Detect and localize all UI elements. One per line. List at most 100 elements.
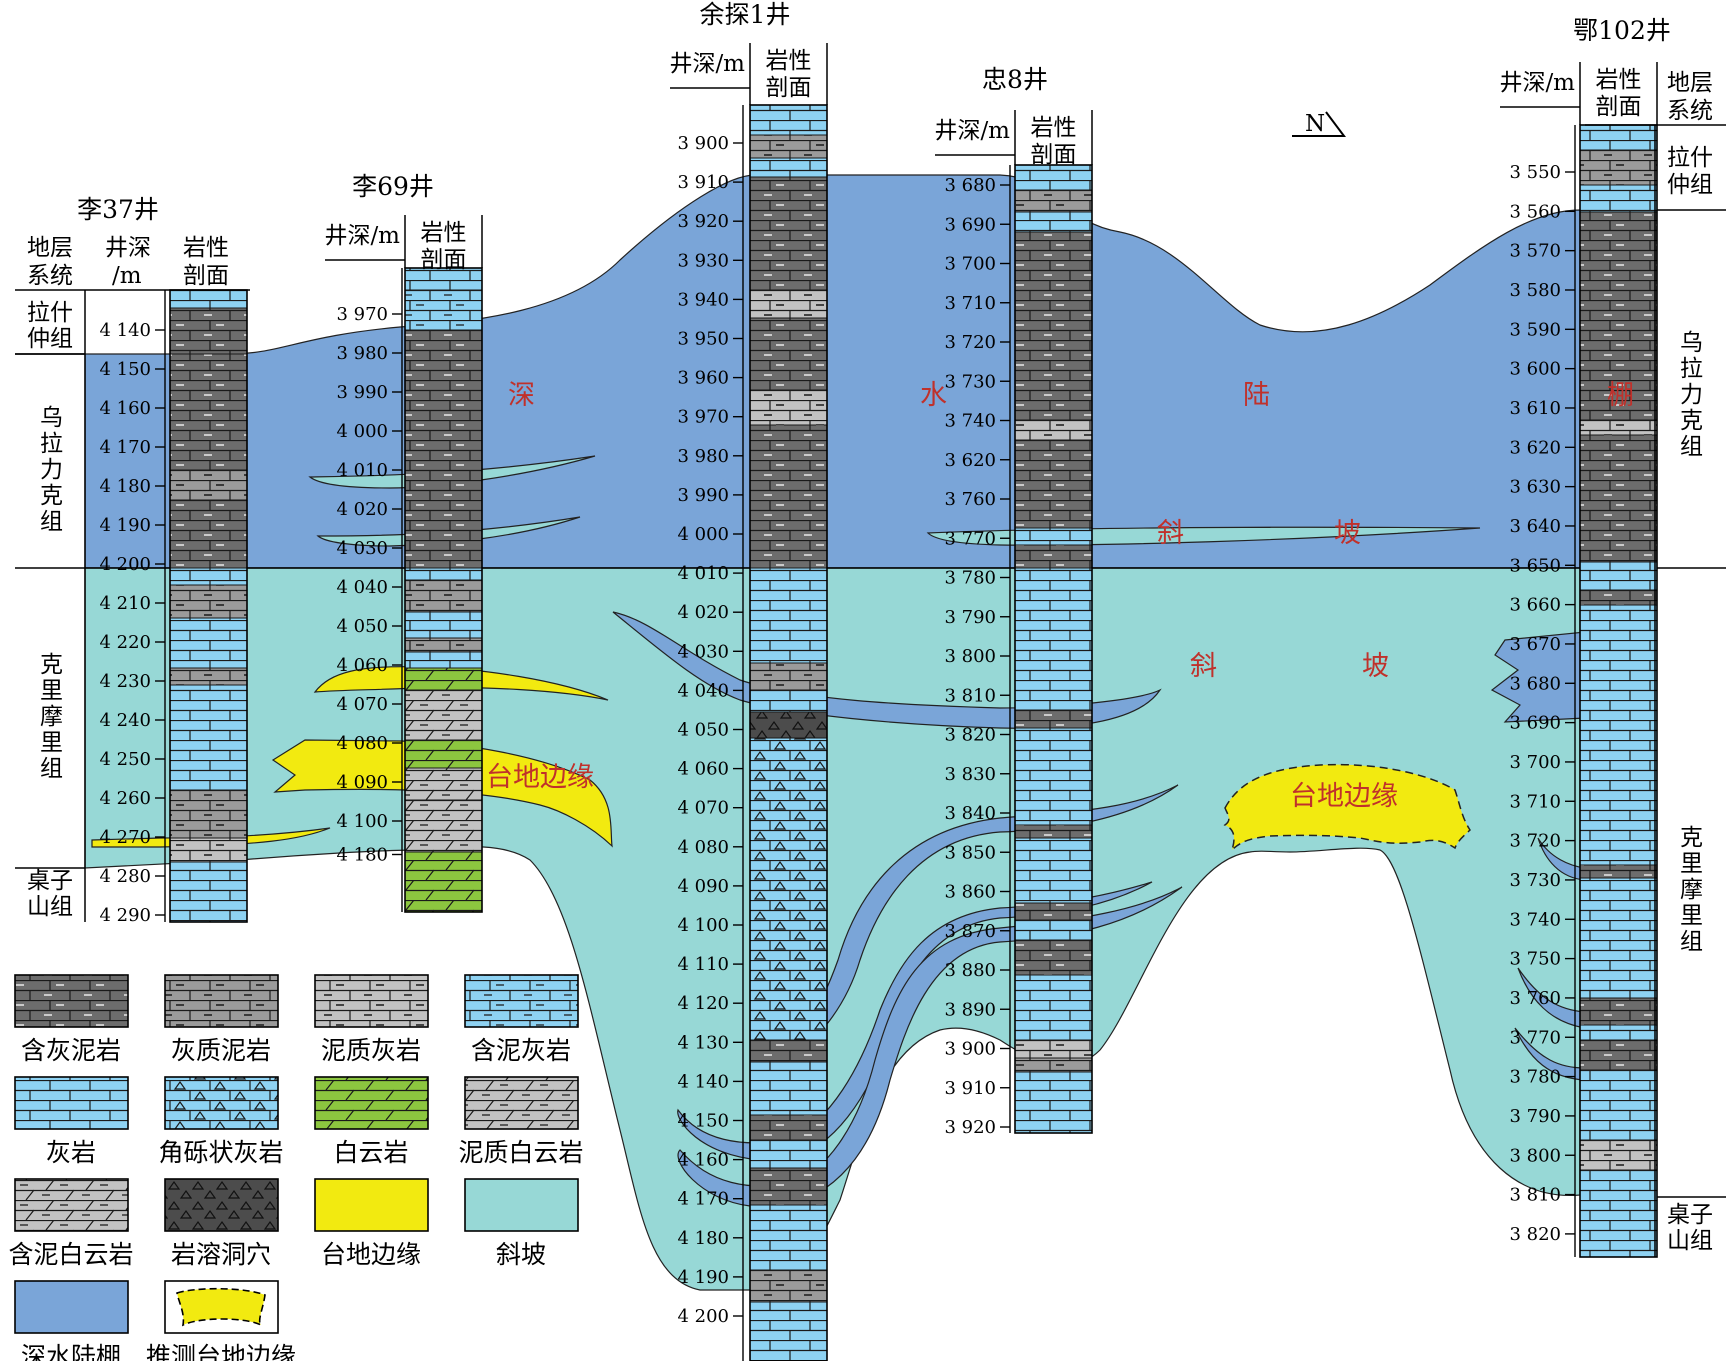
lithology-segment [749,1167,828,1206]
depth-tick-label: 4 290 [99,905,151,926]
depth-tick-label: 4 110 [677,954,729,975]
depth-tick-label: 4 040 [336,577,388,598]
depth-tick-label: 3 790 [944,607,996,628]
depth-tick-label: 3 760 [1509,988,1561,1009]
deep-water-shelf-area [84,174,1581,569]
header-litho: 岩性 [1031,115,1077,141]
legend-item: 角砾状灰岩 [158,1076,284,1167]
lithology-segment [169,617,248,669]
legend-swatch [164,1178,279,1232]
depth-tick-label: 3 610 [1509,398,1561,419]
lithology-segment [404,851,483,913]
depth-tick-label: 4 170 [99,437,151,458]
legend-label: 台地边缘 [321,1240,421,1269]
depth-tick-label: 4 280 [99,866,151,887]
depth-tick-label: 3 830 [944,764,996,785]
depth-tick-label: 3 560 [1509,201,1561,222]
formation-label: 山组 [27,894,73,920]
depth-tick-label: 3 980 [677,446,729,467]
legend-label: 斜坡 [496,1240,546,1269]
lithology-segment [1014,1057,1093,1073]
inferred-margin [1223,763,1471,851]
depth-tick-label: 3 680 [1509,673,1561,694]
depth-tick-label: 3 850 [944,842,996,863]
depth-tick-label: 4 050 [336,616,388,637]
lithology-segment [404,739,483,769]
depth-tick-label: 4 100 [677,915,729,936]
lithology-segment [1579,604,1658,866]
lithology-segment [169,584,248,619]
lithology-segment [404,579,483,613]
depth-tick-label: 3 730 [1509,870,1561,891]
depth-tick-label: 4 200 [99,554,151,575]
depth-tick-label: 4 160 [677,1150,729,1171]
legend-swatch [14,1076,129,1130]
lithology-segment [749,424,828,569]
lithology-segment [749,1061,828,1116]
formation-label: 摩 [40,704,63,730]
legend-swatch [14,974,129,1028]
legend-label: 泥质灰岩 [321,1036,421,1065]
legend-item: 深水陆棚 [14,1280,129,1361]
depth-tick-label: 3 720 [1509,831,1561,852]
lithology-segment [749,711,828,739]
well-name: 鄂102井 [1573,16,1671,45]
depth-tick-label: 4 130 [677,1032,729,1053]
depth-tick-label: 4 100 [336,811,388,832]
depth-tick-label: 4 210 [99,593,151,614]
lithology-segment [169,353,248,471]
depth-tick-label: 4 230 [99,671,151,692]
depth-tick-label: 3 710 [944,293,996,314]
depth-tick-label: 3 720 [944,332,996,353]
legend-label: 灰质泥岩 [171,1036,271,1065]
depth-tick-label: 4 150 [677,1111,729,1132]
facies-label-margin: 台地边缘 [486,762,594,793]
lithology-segment [749,157,828,178]
depth-tick-label: 4 020 [336,499,388,520]
well-name: 李69井 [352,172,434,201]
lithology-segment [1014,1039,1093,1059]
well-column-border [1014,164,1093,1134]
lithology-segment [1579,864,1658,879]
depth-tick-label: 3 740 [944,411,996,432]
formation-label: 里 [1680,851,1703,877]
depth-tick-label: 4 030 [336,538,388,559]
well-name: 李37井 [77,195,159,224]
well-name: 余探1井 [700,0,791,29]
header-litho: 岩性 [766,48,812,74]
stratigraphy-li37: 地层 系统 井深 /m 岩性 剖面 拉什 仲组 乌 拉 力 克 组 克 里 摩 … [15,235,250,922]
lithology-segment [1014,902,1093,921]
legend-swatch [14,1178,129,1232]
lithology-segment [404,799,483,853]
formation-label: 仲组 [1667,172,1713,198]
formation-label: 拉什 [1667,145,1713,171]
depth-tick-label: 3 770 [944,528,996,549]
depth-tick-label: 4 070 [336,694,388,715]
depth-tick-label: 3 740 [1509,909,1561,930]
lithology-segment [749,567,828,664]
facies-label-slope: 斜 [1190,651,1217,682]
north-arrow-icon [1292,111,1346,137]
legend-swatch [164,1076,279,1130]
depth-tick-label: 3 870 [944,921,996,942]
lithology-segment [1579,561,1658,591]
depth-tick-label: 4 000 [336,421,388,442]
lithology-segment [169,307,248,355]
depth-tick-label: 3 860 [944,882,996,903]
formation-label: 力 [1680,382,1703,408]
depth-tick-label: 4 260 [99,788,151,809]
lithology-segment [1014,419,1093,441]
legend-swatch [464,1178,579,1232]
depth-tick-label: 3 670 [1509,634,1561,655]
lithology-segment [1014,709,1093,729]
lithology-segment [1579,211,1658,421]
legend-swatch [164,974,279,1028]
lithology-segment [1579,1039,1658,1071]
depth-tick-label: 3 930 [677,250,729,271]
depth-tick-label: 4 060 [677,759,729,780]
lithology-segment [404,611,483,639]
depth-tick-label: 3 690 [944,214,996,235]
depth-tick-label: 3 800 [944,646,996,667]
